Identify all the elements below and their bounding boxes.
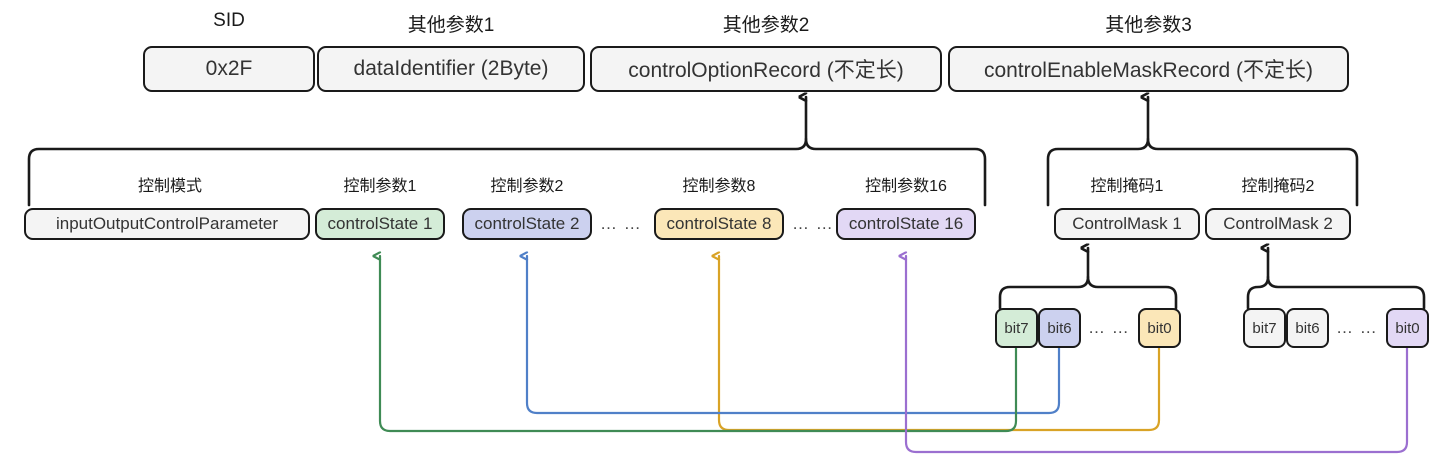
box-control-state-2[interactable]: controlState 2 (462, 208, 592, 240)
caption-control-param-16: 控制参数16 (865, 178, 947, 195)
box-mask1-bit0[interactable]: bit0 (1138, 308, 1181, 348)
box-control-state-8[interactable]: controlState 8 (654, 208, 784, 240)
box-mask1-bit7[interactable]: bit7 (995, 308, 1038, 348)
box-mask2-bit0[interactable]: bit0 (1386, 308, 1429, 348)
box-mask1-bit6[interactable]: bit6 (1038, 308, 1081, 348)
caption-control-param-2: 控制参数2 (490, 178, 564, 195)
box-control-enable-mask-record[interactable]: controlEnableMaskRecord (不定长) (948, 46, 1349, 92)
caption-sid: SID (213, 10, 245, 31)
caption-control-mode: 控制模式 (137, 178, 202, 195)
box-control-mask-1[interactable]: ControlMask 1 (1054, 208, 1200, 240)
box-sid[interactable]: 0x2F (143, 46, 315, 92)
caption-control-param-8: 控制参数8 (682, 178, 756, 195)
box-control-mask-2[interactable]: ControlMask 2 (1205, 208, 1351, 240)
box-data-identifier[interactable]: dataIdentifier (2Byte) (317, 46, 585, 92)
ellipsis-between-state2-and-state8: … … (600, 214, 642, 233)
connector-bit0-to-controlstate8 (719, 256, 1161, 432)
box-mask2-bit6[interactable]: bit6 (1286, 308, 1329, 348)
box-control-state-1[interactable]: controlState 1 (315, 208, 445, 240)
caption-other-param-2: 其他参数2 (722, 15, 810, 36)
connector-mask2-bit0-to-controlstate16 (906, 256, 1409, 454)
connector-bit6-to-controlstate2 (527, 256, 1061, 415)
box-control-option-record[interactable]: controlOptionRecord (不定长) (590, 46, 942, 92)
box-control-state-16[interactable]: controlState 16 (836, 208, 976, 240)
box-mask2-bit7[interactable]: bit7 (1243, 308, 1286, 348)
ellipsis-mask1-bits: … … (1088, 318, 1130, 337)
ellipsis-mask2-bits: … … (1336, 318, 1378, 337)
caption-control-mask-1: 控制掩码1 (1090, 178, 1164, 195)
caption-control-mask-2: 控制掩码2 (1241, 178, 1315, 195)
caption-other-param-3: 其他参数3 (1105, 15, 1192, 36)
connector-bit7-to-controlstate1 (380, 256, 1018, 433)
caption-other-param-1: 其他参数1 (407, 15, 495, 36)
box-input-output-control-parameter[interactable]: inputOutputControlParameter (24, 208, 310, 240)
ellipsis-between-state8-and-state16: … … (792, 214, 834, 233)
caption-control-param-1: 控制参数1 (343, 178, 417, 195)
